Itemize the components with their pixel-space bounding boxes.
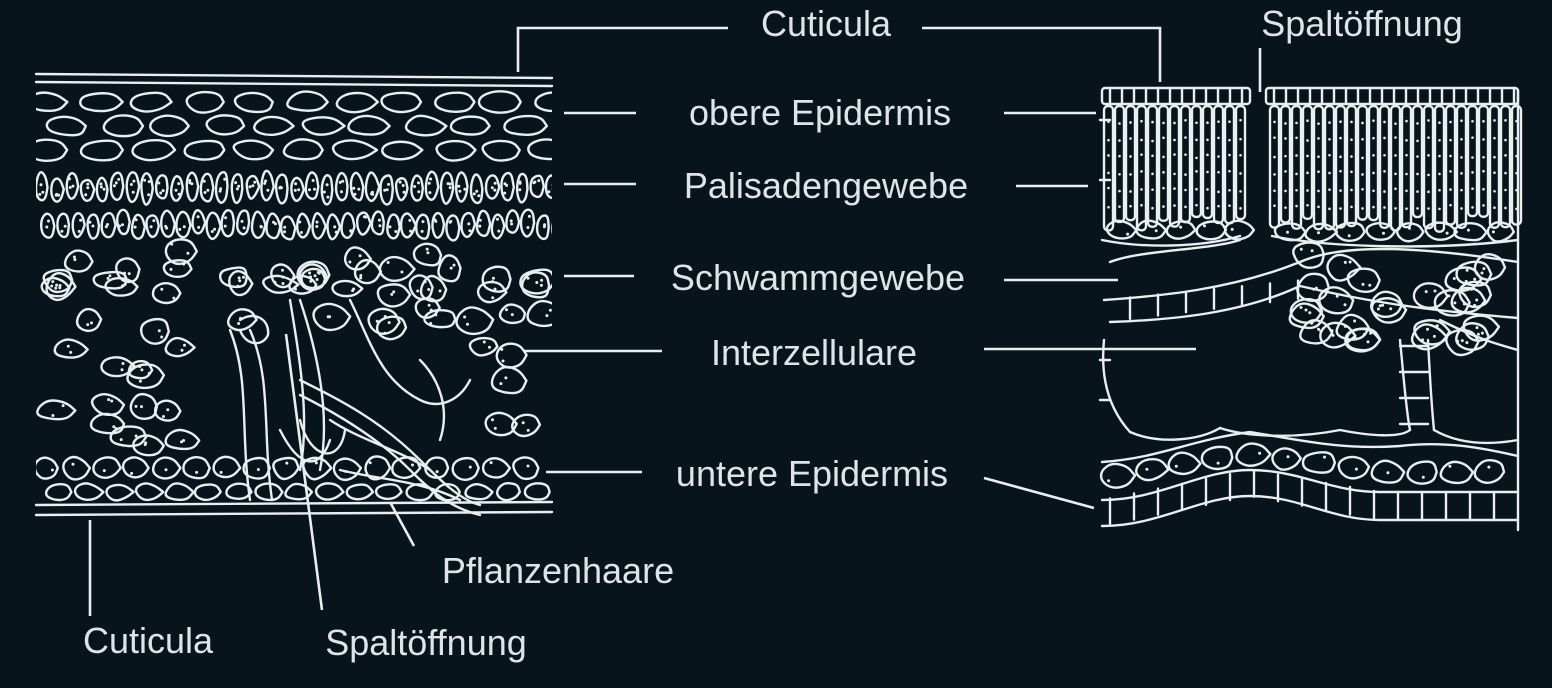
leader-cuticula-top-right: [922, 26, 1162, 82]
right-leaf-section: [1098, 86, 1523, 532]
label-cuticula-top: Cuticula: [760, 3, 892, 44]
label-obere-epidermis: obere Epidermis: [688, 92, 952, 133]
right-upper-epidermis: [1100, 86, 1520, 106]
label-palisadengewebe: Palisadengewebe: [683, 165, 969, 206]
label-spaltoeffnung-bottom: Spaltöffnung: [325, 622, 527, 663]
label-pflanzenhaare: Pflanzenhaare: [441, 550, 675, 591]
label-spaltoeffnung-top: Spaltöffnung: [1261, 3, 1463, 44]
label-schwammgewebe: Schwammgewebe: [670, 257, 966, 298]
left-palisade-tissue: [36, 169, 552, 242]
label-interzellulare: Interzellulare: [710, 332, 918, 373]
leader-lines: [88, 26, 1262, 616]
right-edge-ticks: [1098, 88, 1520, 532]
left-spongy-tissue: [36, 238, 552, 457]
label-cuticula-bottom: Cuticula: [82, 620, 214, 661]
left-lower-epidermis: [36, 455, 551, 502]
right-palisade-tissue: [1102, 104, 1523, 243]
leader-untere-epidermis-right: [983, 476, 1095, 510]
label-untere-epidermis: untere Epidermis: [675, 453, 949, 494]
left-cuticle-top: [34, 72, 554, 80]
left-leaf-section: [34, 72, 554, 517]
leader-spaltoeffnung-bottom: [284, 333, 324, 611]
left-cuticle-bottom: [34, 510, 554, 517]
left-upper-epidermis: [36, 90, 552, 163]
right-spongy-tissue: [1100, 234, 1520, 445]
leader-pflanzenhaare: [388, 501, 416, 547]
left-vein-fibers: [228, 298, 482, 517]
leader-cuticula-top-left: [516, 26, 728, 72]
right-lower-epidermis: [1099, 430, 1520, 528]
